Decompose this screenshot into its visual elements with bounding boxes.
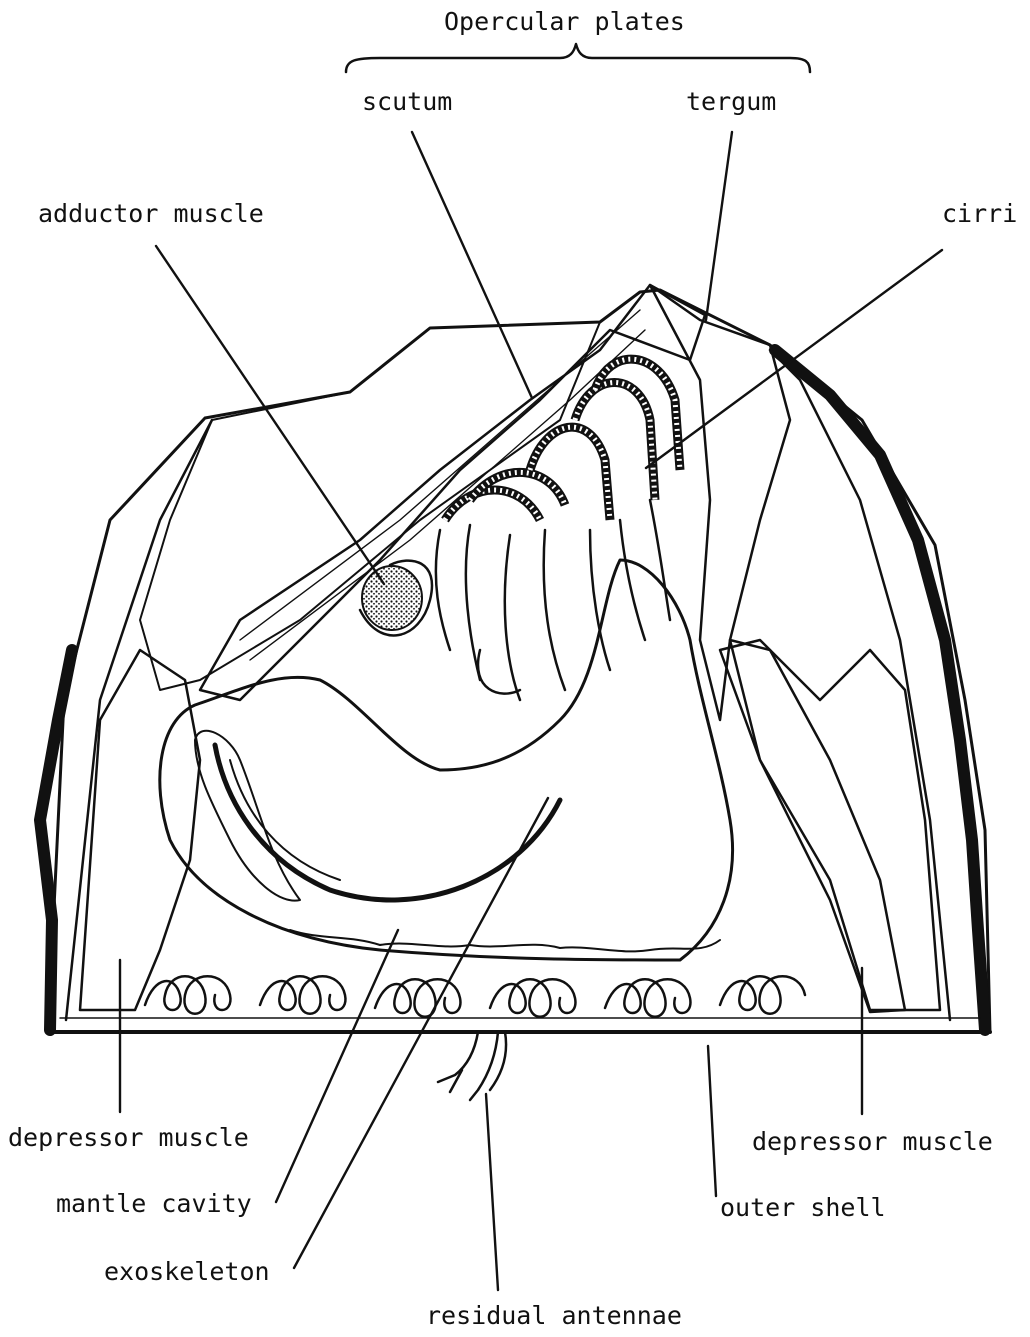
- label-cirri: cirri: [942, 199, 1017, 228]
- label-mantle-cavity: mantle cavity: [56, 1189, 252, 1218]
- adductor-muscle: [362, 566, 422, 630]
- label-residual-antennae: residual antennae: [426, 1301, 682, 1330]
- label-tergum: tergum: [686, 87, 776, 116]
- scutum-plate: [200, 285, 705, 700]
- left-depressor-muscle: [80, 650, 200, 1010]
- outer-shell-wall: [48, 290, 990, 1032]
- mantle-cavity: [215, 745, 560, 900]
- leader-lines: [120, 132, 942, 1290]
- prosoma: [160, 560, 733, 960]
- label-adductor-muscle: adductor muscle: [38, 199, 264, 228]
- opercular-plates-bracket: [346, 44, 810, 72]
- label-exoskeleton: exoskeleton: [104, 1257, 270, 1286]
- label-scutum: scutum: [362, 87, 452, 116]
- coiled-tissue: [145, 976, 805, 1017]
- label-outer-shell: outer shell: [720, 1193, 886, 1222]
- residual-antennae-shape: [438, 1032, 506, 1100]
- label-depressor-muscle-right: depressor muscle: [752, 1127, 993, 1156]
- label-depressor-muscle-left: depressor muscle: [8, 1123, 249, 1152]
- barnacle-body: [40, 285, 990, 1100]
- label-opercular-plates: Opercular plates: [444, 7, 685, 36]
- right-depressor-muscle: [720, 640, 940, 1010]
